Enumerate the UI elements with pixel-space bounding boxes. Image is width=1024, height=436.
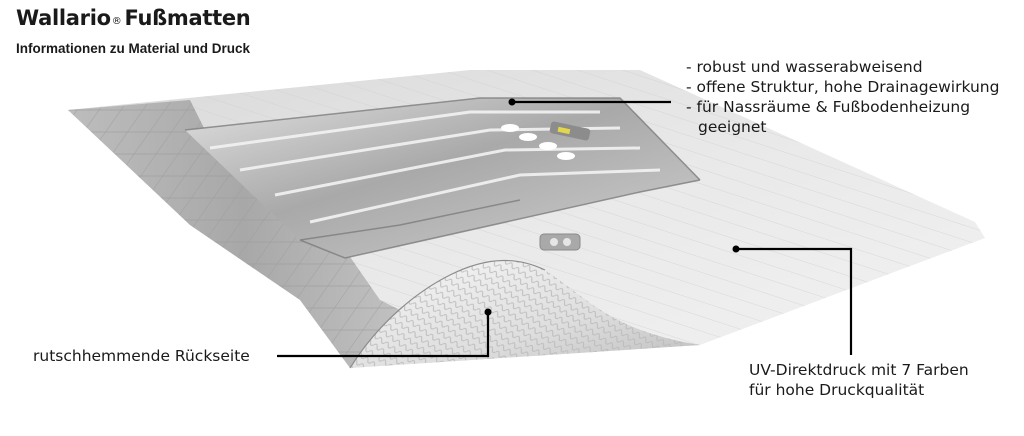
feature-line: geeignet (698, 118, 767, 136)
leader-line-uv-print (736, 247, 853, 355)
feature-line: - offene Struktur, hohe Drainagewirkung (686, 78, 1000, 96)
callout-backside: rutschhemmende Rückseite (33, 346, 250, 366)
backside-line: rutschhemmende Rückseite (33, 347, 250, 365)
leader-line-backside (277, 312, 490, 358)
uv-print-line: für hohe Druckqualität (749, 381, 925, 399)
registered-mark: ® (111, 16, 122, 27)
brand-name: Wallario (16, 6, 111, 30)
page-subtitle: Informationen zu Material und Druck (16, 41, 251, 56)
feature-line: - robust und wasserabweisend (686, 58, 923, 76)
feature-line: - für Nassräume & Fußbodenheizung (686, 98, 971, 116)
printed-escalator (185, 98, 700, 258)
product-name: Fußmatten (124, 6, 251, 30)
uv-print-line: UV-Direktdruck mit 7 Farben (749, 361, 969, 379)
page-title: Wallario®Fußmatten (16, 6, 251, 30)
callout-uv-print: UV-Direktdruck mit 7 Farben für hohe Dru… (749, 360, 969, 400)
callout-features: - robust und wasserabweisend - offene St… (686, 57, 999, 137)
